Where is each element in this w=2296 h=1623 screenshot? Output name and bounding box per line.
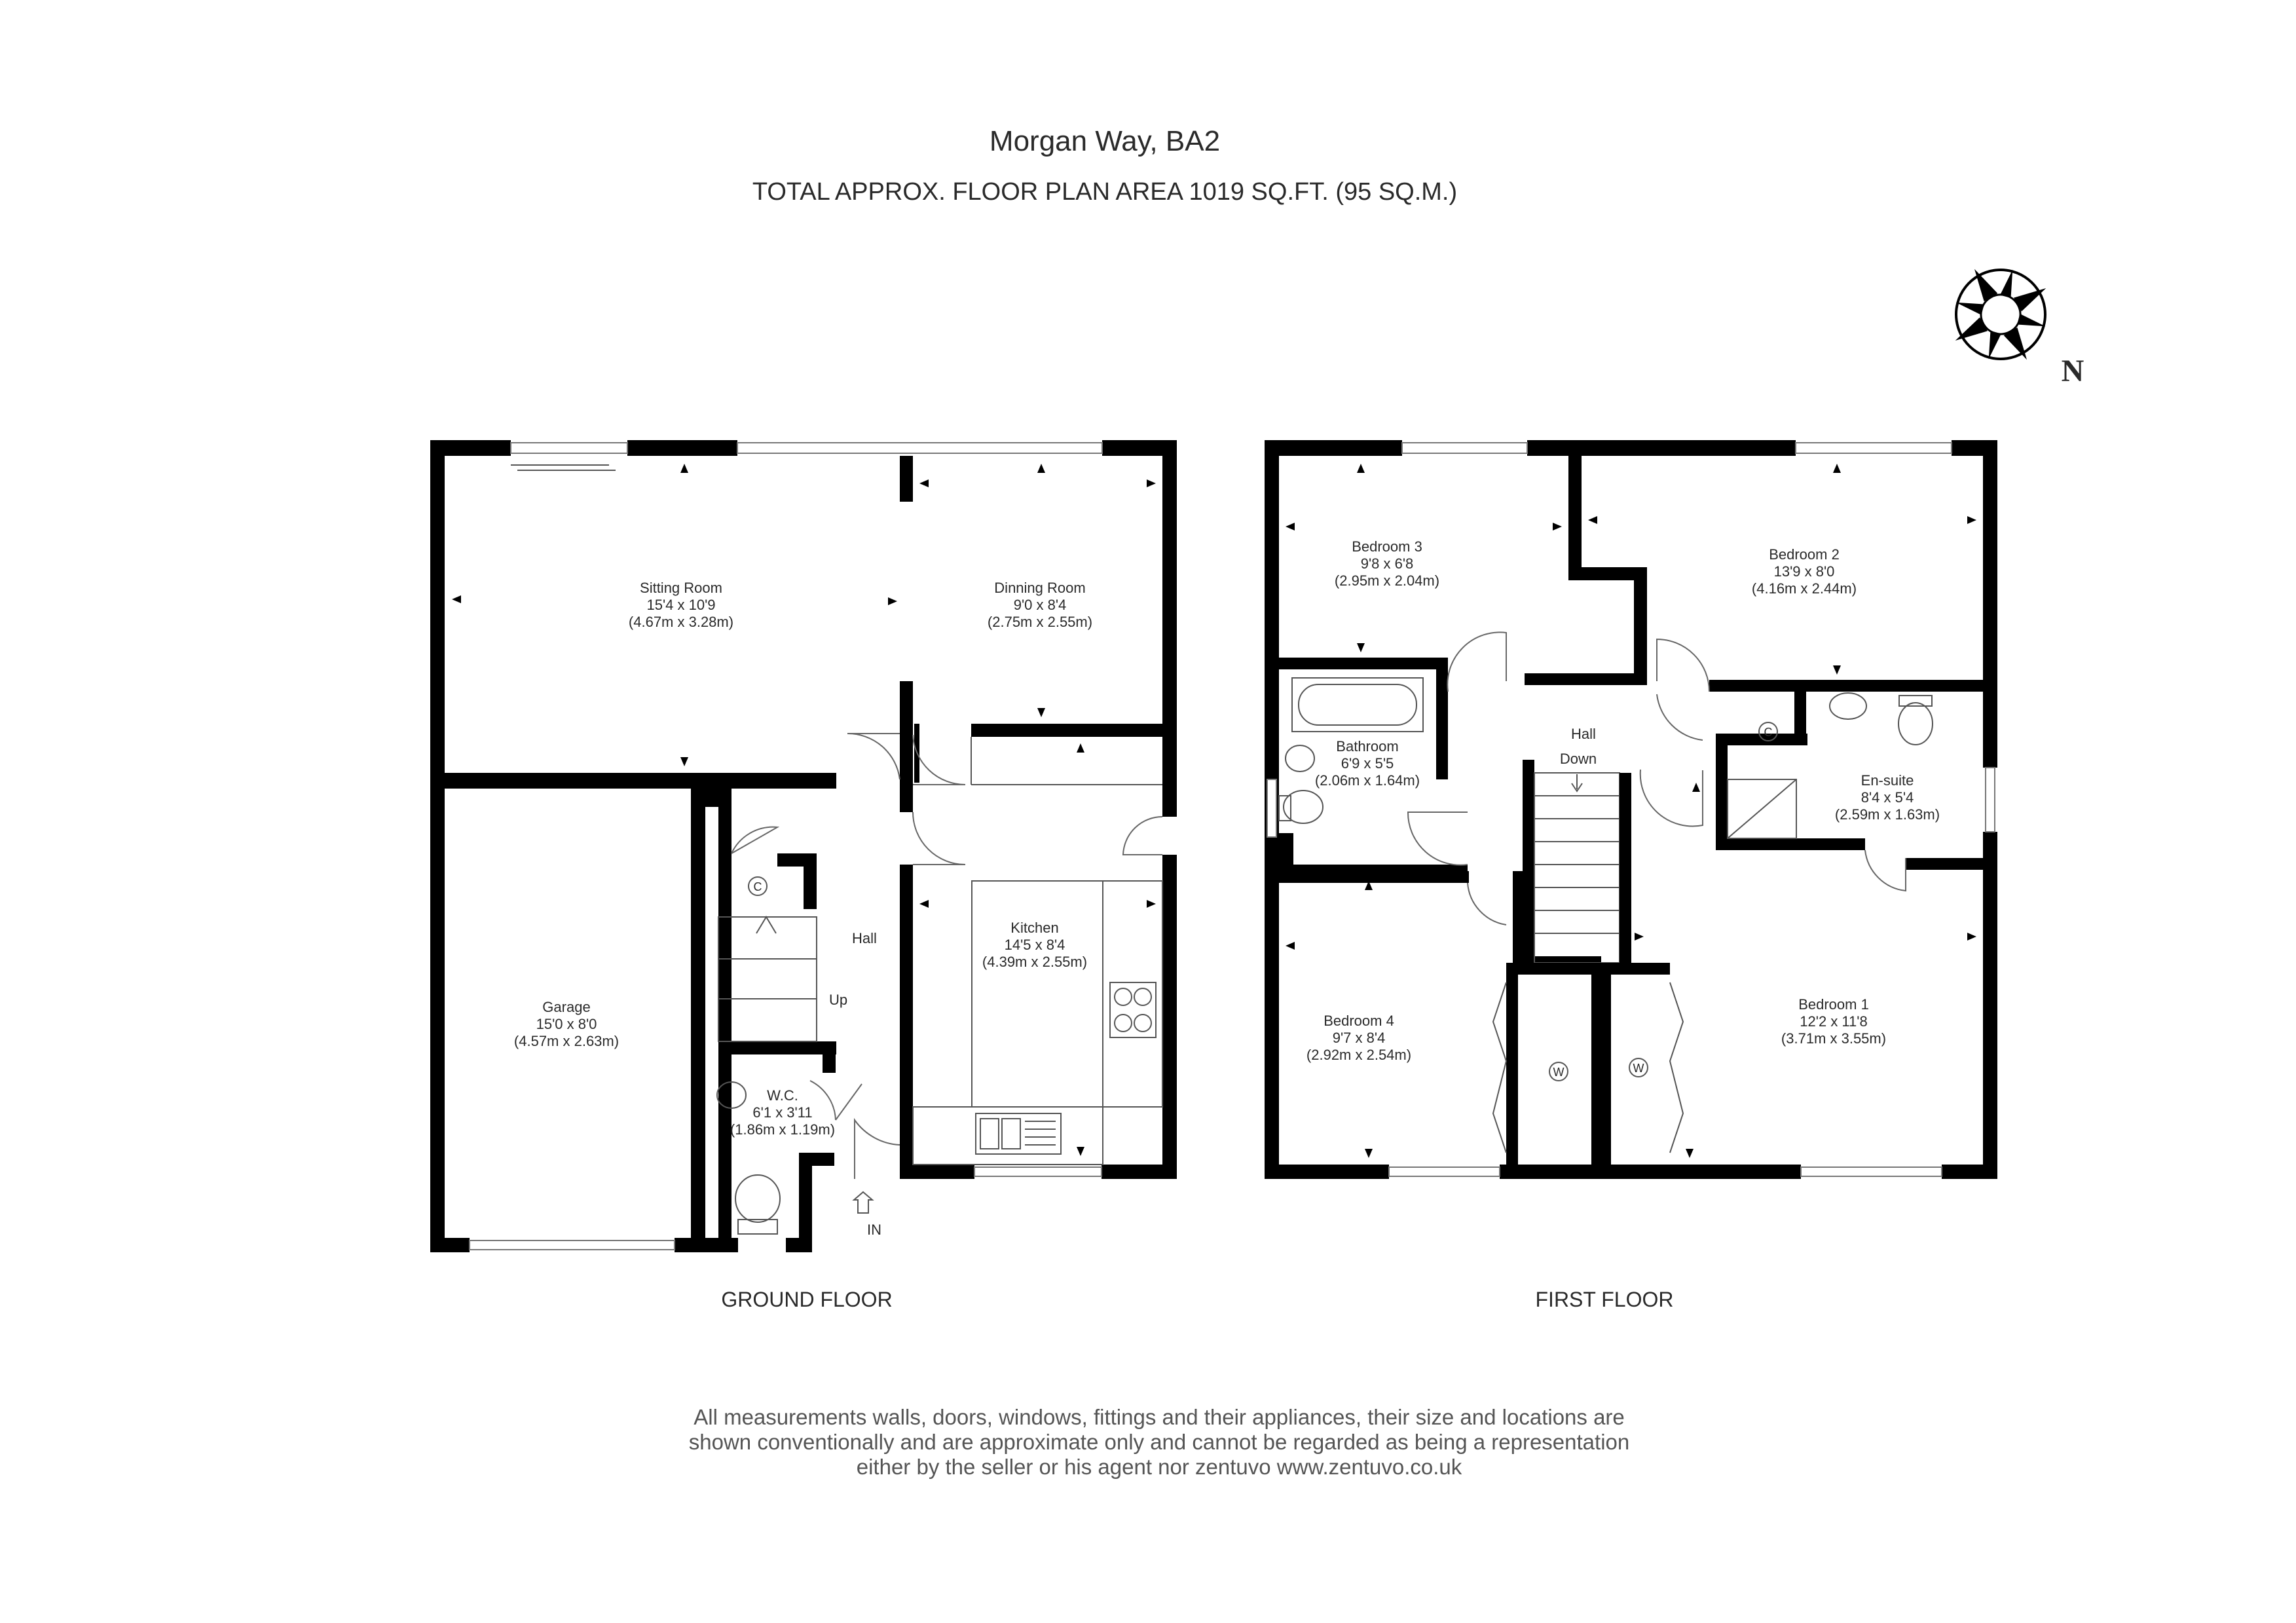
svg-text:(4.16m x 2.44m): (4.16m x 2.44m) bbox=[1752, 580, 1857, 597]
plan-title: Morgan Way, BA2 bbox=[990, 125, 1220, 157]
svg-text:(2.06m x 1.64m): (2.06m x 1.64m) bbox=[1315, 772, 1420, 789]
svg-text:15'0 x 8'0: 15'0 x 8'0 bbox=[536, 1016, 597, 1032]
garage-label: Garage 15'0 x 8'0 (4.57m x 2.63m) bbox=[514, 999, 619, 1049]
svg-text:Dinning Room: Dinning Room bbox=[994, 580, 1085, 596]
disclaimer: All measurements walls, doors, windows, … bbox=[689, 1405, 1629, 1479]
svg-text:C: C bbox=[1764, 726, 1773, 739]
svg-text:13'9 x 8'0: 13'9 x 8'0 bbox=[1774, 563, 1835, 580]
kitchen-label: Kitchen 14'5 x 8'4 (4.39m x 2.55m) bbox=[982, 920, 1087, 970]
en-suite-label: En-suite 8'4 x 5'4 (2.59m x 1.63m) bbox=[1835, 772, 1940, 823]
svg-text:Bedroom 3: Bedroom 3 bbox=[1352, 538, 1422, 555]
first-stairs-down-label: Down bbox=[1560, 751, 1597, 767]
svg-text:W.C.: W.C. bbox=[767, 1087, 798, 1104]
svg-text:shown conventionally and are a: shown conventionally and are approximate… bbox=[689, 1430, 1629, 1454]
ground-floor-plan bbox=[430, 440, 1177, 1252]
svg-text:(1.86m x 1.19m): (1.86m x 1.19m) bbox=[730, 1121, 835, 1138]
svg-text:6'1 x 3'11: 6'1 x 3'11 bbox=[752, 1104, 812, 1121]
wardrobe-left-label: W bbox=[1549, 1062, 1568, 1081]
wc-label: W.C. 6'1 x 3'11 (1.86m x 1.19m) bbox=[730, 1087, 835, 1138]
svg-text:(3.71m x 3.55m): (3.71m x 3.55m) bbox=[1781, 1030, 1886, 1047]
entrance-label: IN bbox=[867, 1222, 881, 1238]
svg-text:(2.75m x 2.55m): (2.75m x 2.55m) bbox=[988, 614, 1092, 630]
svg-text:C: C bbox=[754, 880, 762, 893]
svg-text:(2.59m x 1.63m): (2.59m x 1.63m) bbox=[1835, 806, 1940, 823]
svg-text:6'9 x 5'5: 6'9 x 5'5 bbox=[1341, 755, 1394, 772]
first-hall-label: Hall bbox=[1571, 726, 1596, 742]
svg-text:9'0 x 8'4: 9'0 x 8'4 bbox=[1014, 597, 1067, 613]
first-floor-plan bbox=[1265, 440, 1997, 1179]
svg-text:Garage: Garage bbox=[542, 999, 590, 1015]
ground-hall-label: Hall bbox=[852, 930, 877, 946]
compass-icon bbox=[1955, 269, 2046, 360]
first-cupboard-label: C bbox=[1758, 722, 1778, 741]
dining-room-label: Dinning Room 9'0 x 8'4 (2.75m x 2.55m) bbox=[988, 580, 1092, 630]
svg-text:12'2 x 11'8: 12'2 x 11'8 bbox=[1800, 1013, 1867, 1030]
ground-stairs-up-label: Up bbox=[829, 992, 847, 1008]
svg-text:(4.57m x 2.63m): (4.57m x 2.63m) bbox=[514, 1033, 619, 1049]
compass-north-label: N bbox=[2062, 354, 2084, 388]
ground-floor-caption: GROUND FLOOR bbox=[721, 1288, 892, 1311]
svg-text:Kitchen: Kitchen bbox=[1010, 920, 1058, 936]
svg-text:Bedroom 1: Bedroom 1 bbox=[1798, 996, 1869, 1013]
svg-text:(4.67m x 3.28m): (4.67m x 3.28m) bbox=[629, 614, 733, 630]
svg-text:Bedroom 4: Bedroom 4 bbox=[1324, 1013, 1394, 1029]
plan-subtitle: TOTAL APPROX. FLOOR PLAN AREA 1019 SQ.FT… bbox=[752, 178, 1457, 206]
bathroom-label: Bathroom 6'9 x 5'5 (2.06m x 1.64m) bbox=[1315, 738, 1420, 789]
svg-text:either by the seller or his ag: either by the seller or his agent nor ze… bbox=[857, 1455, 1462, 1479]
svg-text:Bedroom 2: Bedroom 2 bbox=[1769, 546, 1840, 563]
svg-text:14'5 x 8'4: 14'5 x 8'4 bbox=[1005, 937, 1065, 953]
bedroom-4-label: Bedroom 4 9'7 x 8'4 (2.92m x 2.54m) bbox=[1306, 1013, 1411, 1063]
svg-text:9'7 x 8'4: 9'7 x 8'4 bbox=[1333, 1030, 1386, 1046]
svg-text:W: W bbox=[1553, 1066, 1565, 1079]
svg-text:(2.92m x 2.54m): (2.92m x 2.54m) bbox=[1306, 1047, 1411, 1063]
svg-text:En-suite: En-suite bbox=[1861, 772, 1914, 789]
svg-text:W: W bbox=[1633, 1062, 1644, 1075]
svg-text:8'4 x 5'4: 8'4 x 5'4 bbox=[1861, 789, 1914, 806]
svg-text:Sitting Room: Sitting Room bbox=[640, 580, 722, 596]
svg-text:All measurements walls, doors,: All measurements walls, doors, windows, … bbox=[694, 1405, 1625, 1429]
bedroom-2-label: Bedroom 2 13'9 x 8'0 (4.16m x 2.44m) bbox=[1752, 546, 1857, 597]
bedroom-3-label: Bedroom 3 9'8 x 6'8 (2.95m x 2.04m) bbox=[1335, 538, 1439, 589]
sitting-room-label: Sitting Room 15'4 x 10'9 (4.67m x 3.28m) bbox=[629, 580, 733, 630]
svg-text:Bathroom: Bathroom bbox=[1336, 738, 1398, 755]
svg-text:(2.95m x 2.04m): (2.95m x 2.04m) bbox=[1335, 572, 1439, 589]
bedroom-1-label: Bedroom 1 12'2 x 11'8 (3.71m x 3.55m) bbox=[1781, 996, 1886, 1047]
svg-text:(4.39m x 2.55m): (4.39m x 2.55m) bbox=[982, 954, 1087, 970]
svg-text:15'4 x 10'9: 15'4 x 10'9 bbox=[646, 597, 715, 613]
wardrobe-right-label: W bbox=[1629, 1058, 1648, 1077]
svg-text:9'8 x 6'8: 9'8 x 6'8 bbox=[1361, 555, 1414, 572]
ground-cupboard-label: C bbox=[748, 876, 768, 896]
first-floor-caption: FIRST FLOOR bbox=[1536, 1288, 1674, 1311]
